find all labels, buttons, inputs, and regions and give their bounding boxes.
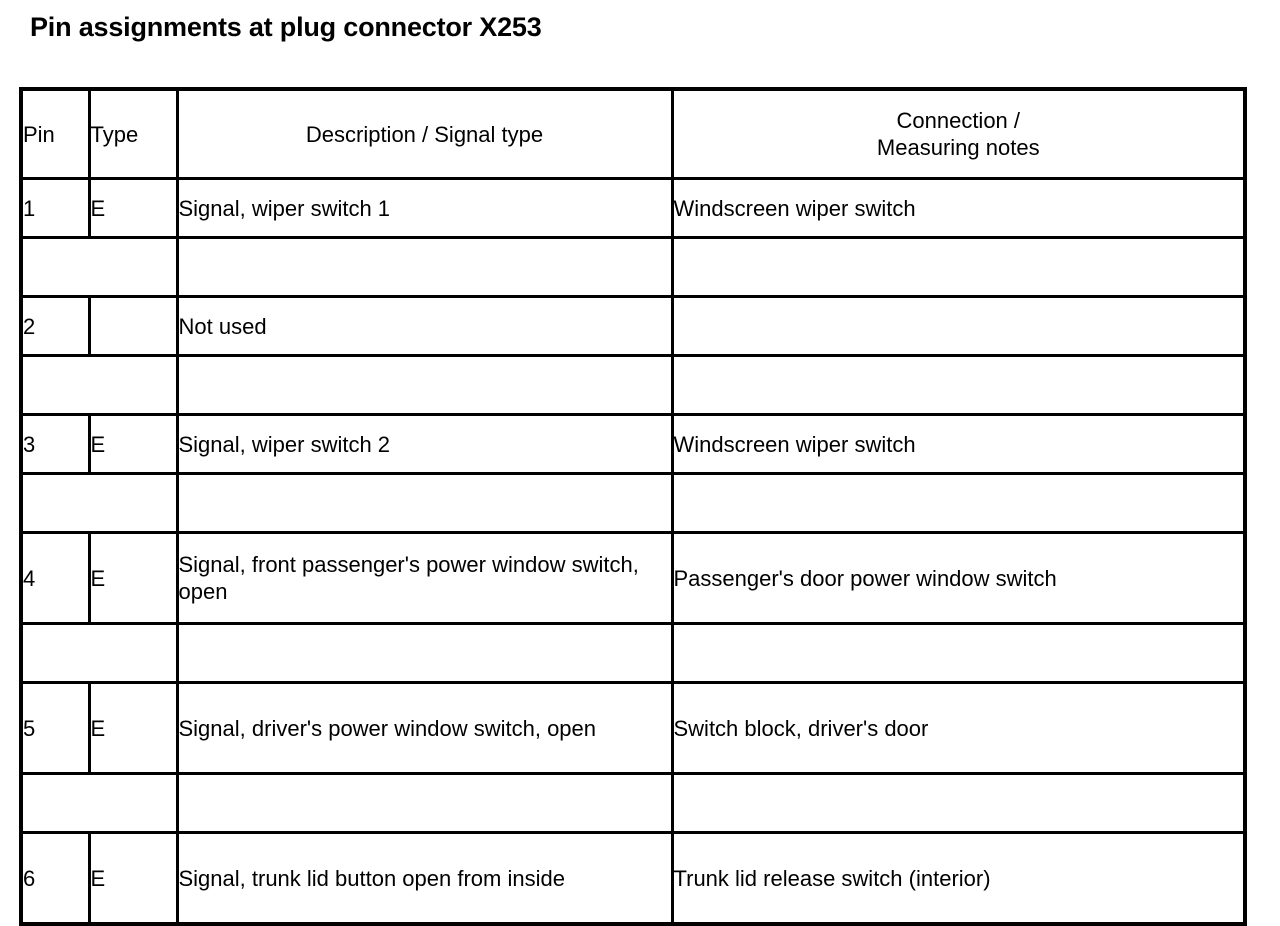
table-header: Pin Type Description / Signal type Conne… <box>19 87 1247 180</box>
cell-connection: Passenger's door power window switch <box>670 531 1247 625</box>
cell-spacer-description <box>175 354 674 416</box>
cell-description: Signal, wiper switch 2 <box>175 413 674 475</box>
column-header-connection-line1: Connection / <box>896 108 1021 133</box>
table-row: 2 Not used <box>19 295 1247 357</box>
table-spacer-row <box>19 472 1247 534</box>
table-spacer-row <box>19 354 1247 416</box>
cell-connection: Switch block, driver's door <box>670 681 1247 775</box>
cell-description: Not used <box>175 295 674 357</box>
table-row: 1 E Signal, wiper switch 1 Windscreen wi… <box>19 177 1247 239</box>
column-header-type: Type <box>87 87 179 180</box>
cell-connection: Trunk lid release switch (interior) <box>670 831 1247 926</box>
column-header-connection: Connection / Measuring notes <box>670 87 1247 180</box>
table-body: 1 E Signal, wiper switch 1 Windscreen wi… <box>19 177 1247 926</box>
cell-connection: Windscreen wiper switch <box>670 177 1247 239</box>
cell-type: E <box>87 831 179 926</box>
cell-pin: 4 <box>19 531 91 625</box>
cell-spacer-description <box>175 622 674 684</box>
cell-type: E <box>87 681 179 775</box>
table-spacer-row <box>19 772 1247 834</box>
cell-pin: 1 <box>19 177 91 239</box>
cell-description: Signal, driver's power window switch, op… <box>175 681 674 775</box>
cell-spacer-description <box>175 472 674 534</box>
cell-type: E <box>87 177 179 239</box>
cell-spacer-connection <box>670 772 1247 834</box>
column-header-pin: Pin <box>19 87 91 180</box>
cell-description: Signal, front passenger's power window s… <box>175 531 674 625</box>
cell-spacer-pin-type <box>19 622 179 684</box>
table-header-row: Pin Type Description / Signal type Conne… <box>19 87 1247 180</box>
cell-description: Signal, trunk lid button open from insid… <box>175 831 674 926</box>
column-header-connection-line2: Measuring notes <box>876 135 1040 160</box>
cell-type: E <box>87 413 179 475</box>
cell-spacer-pin-type <box>19 472 179 534</box>
table-spacer-row <box>19 622 1247 684</box>
column-header-description: Description / Signal type <box>175 87 674 180</box>
cell-type <box>87 295 179 357</box>
cell-spacer-connection <box>670 622 1247 684</box>
cell-spacer-connection <box>670 354 1247 416</box>
cell-spacer-description <box>175 772 674 834</box>
table-spacer-row <box>19 236 1247 298</box>
cell-pin: 3 <box>19 413 91 475</box>
pin-assignment-table: Pin Type Description / Signal type Conne… <box>19 87 1247 926</box>
document-page: Pin assignments at plug connector X253 P… <box>19 12 1247 926</box>
table-row: 3 E Signal, wiper switch 2 Windscreen wi… <box>19 413 1247 475</box>
table-row: 5 E Signal, driver's power window switch… <box>19 681 1247 775</box>
table-row: 6 E Signal, trunk lid button open from i… <box>19 831 1247 926</box>
cell-description: Signal, wiper switch 1 <box>175 177 674 239</box>
cell-connection <box>670 295 1247 357</box>
cell-connection: Windscreen wiper switch <box>670 413 1247 475</box>
cell-pin: 2 <box>19 295 91 357</box>
cell-pin: 5 <box>19 681 91 775</box>
cell-spacer-pin-type <box>19 354 179 416</box>
cell-type: E <box>87 531 179 625</box>
cell-pin: 6 <box>19 831 91 926</box>
cell-spacer-pin-type <box>19 236 179 298</box>
cell-spacer-connection <box>670 472 1247 534</box>
cell-spacer-pin-type <box>19 772 179 834</box>
page-title: Pin assignments at plug connector X253 <box>30 12 542 42</box>
pin-assignment-table-container: Pin Type Description / Signal type Conne… <box>19 87 1247 926</box>
table-row: 4 E Signal, front passenger's power wind… <box>19 531 1247 625</box>
cell-spacer-connection <box>670 236 1247 298</box>
cell-spacer-description <box>175 236 674 298</box>
